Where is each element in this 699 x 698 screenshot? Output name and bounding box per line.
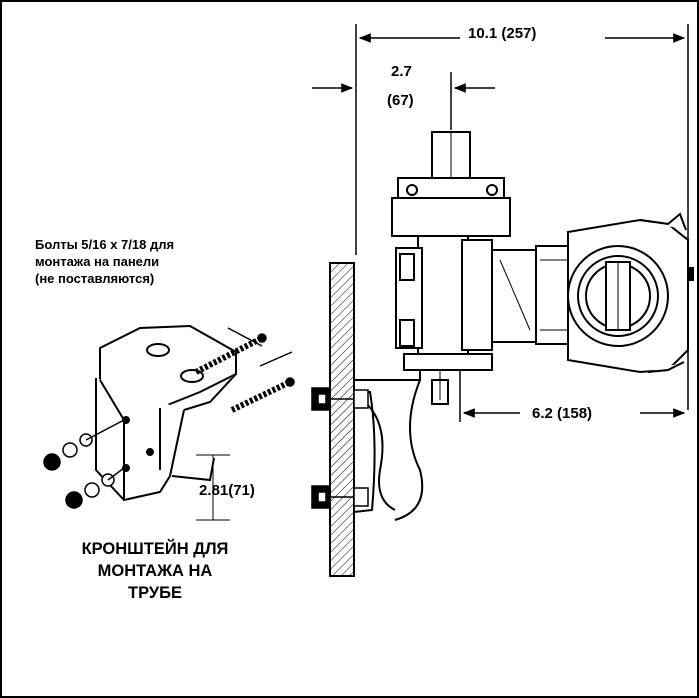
bolts-note-line-3: (не поставляются) [35, 271, 155, 286]
pipe-bracket [95, 324, 237, 502]
dimension-housing-depth [459, 370, 686, 422]
panel-bracket [353, 369, 470, 521]
bracket-caption-line-3: ТРУБЕ [128, 584, 182, 602]
dimension-offset [312, 72, 495, 130]
bolts-note-line-1: Болты 5/16 x 7/18 для [35, 237, 175, 252]
offset-top-mm-label: (67) [387, 92, 414, 109]
bolts-note-line-2: монтажа на панели [35, 254, 160, 269]
bracket-nuts [43, 419, 125, 509]
transmitter [391, 131, 694, 405]
housing-depth-label: 6.2 (158) [532, 405, 593, 422]
bracket-caption: КРОНШТЕЙН ДЛЯ МОНТАЖА НА ТРУБЕ [40, 538, 270, 604]
mounting-panel [329, 262, 355, 577]
overall-width-label: 10.1 (257) [468, 25, 537, 42]
panel-bolts [311, 387, 369, 509]
bracket-caption-line-1: КРОНШТЕЙН ДЛЯ [81, 540, 229, 558]
bracket-height-label: 2.81(71) [199, 482, 255, 499]
bracket-bolts [194, 327, 295, 413]
bracket-caption-line-2: МОНТАЖА НА [97, 562, 213, 580]
offset-top-label: 2.7 [391, 63, 412, 80]
